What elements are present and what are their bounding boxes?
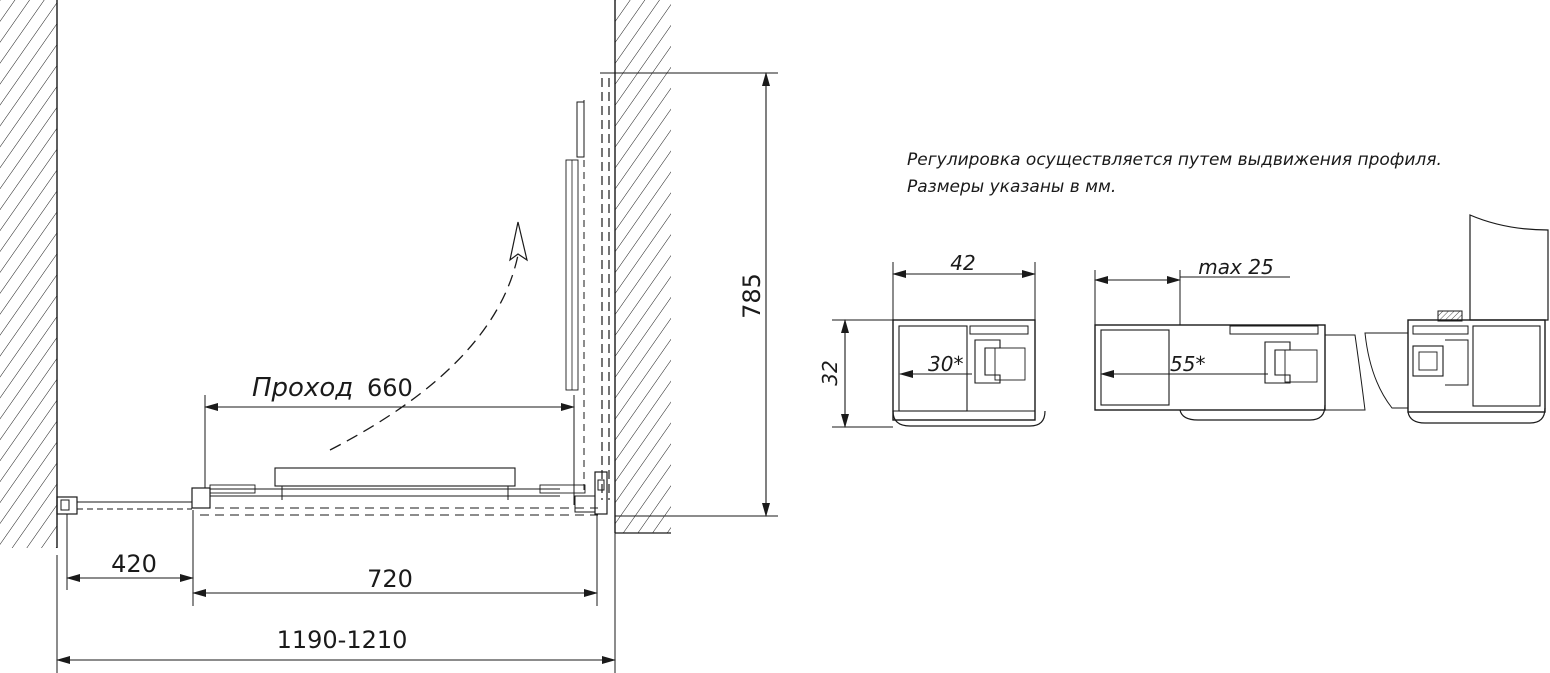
dimension-door xyxy=(192,514,598,606)
passage-label: Проход xyxy=(252,373,353,403)
wall-offset-min: 30* xyxy=(928,352,963,376)
dimension-depth xyxy=(600,72,778,517)
left-wall xyxy=(0,0,58,548)
dimension-passage xyxy=(204,395,575,505)
profile-height: 32 xyxy=(818,360,842,385)
max-extension: max 25 xyxy=(1198,255,1273,279)
passage-value: 660 xyxy=(367,374,413,402)
opening-direction-arrow xyxy=(329,221,528,451)
dimension-total xyxy=(56,533,616,673)
wall-offset-max: 55* xyxy=(1170,352,1205,376)
door-width-value: 720 xyxy=(367,565,413,593)
plan-view: Проход 660 785 420 720 1190-1210 xyxy=(0,0,778,673)
profile-detail-min: 42 32 30* xyxy=(818,251,1046,428)
front-panels xyxy=(56,467,598,516)
note-adjustment: Регулировка осуществляется путем выдвиже… xyxy=(907,150,1442,170)
depth-value: 785 xyxy=(738,273,766,319)
profile-detail-wall xyxy=(1364,214,1549,424)
profile-width: 42 xyxy=(950,251,975,275)
side-panel xyxy=(565,78,610,515)
fixed-width-value: 420 xyxy=(111,550,157,578)
profile-detail-max: max 25 55* xyxy=(1094,255,1366,421)
total-width-value: 1190-1210 xyxy=(277,626,408,654)
right-wall xyxy=(614,0,671,534)
note-units: Размеры указаны в мм. xyxy=(907,177,1116,197)
